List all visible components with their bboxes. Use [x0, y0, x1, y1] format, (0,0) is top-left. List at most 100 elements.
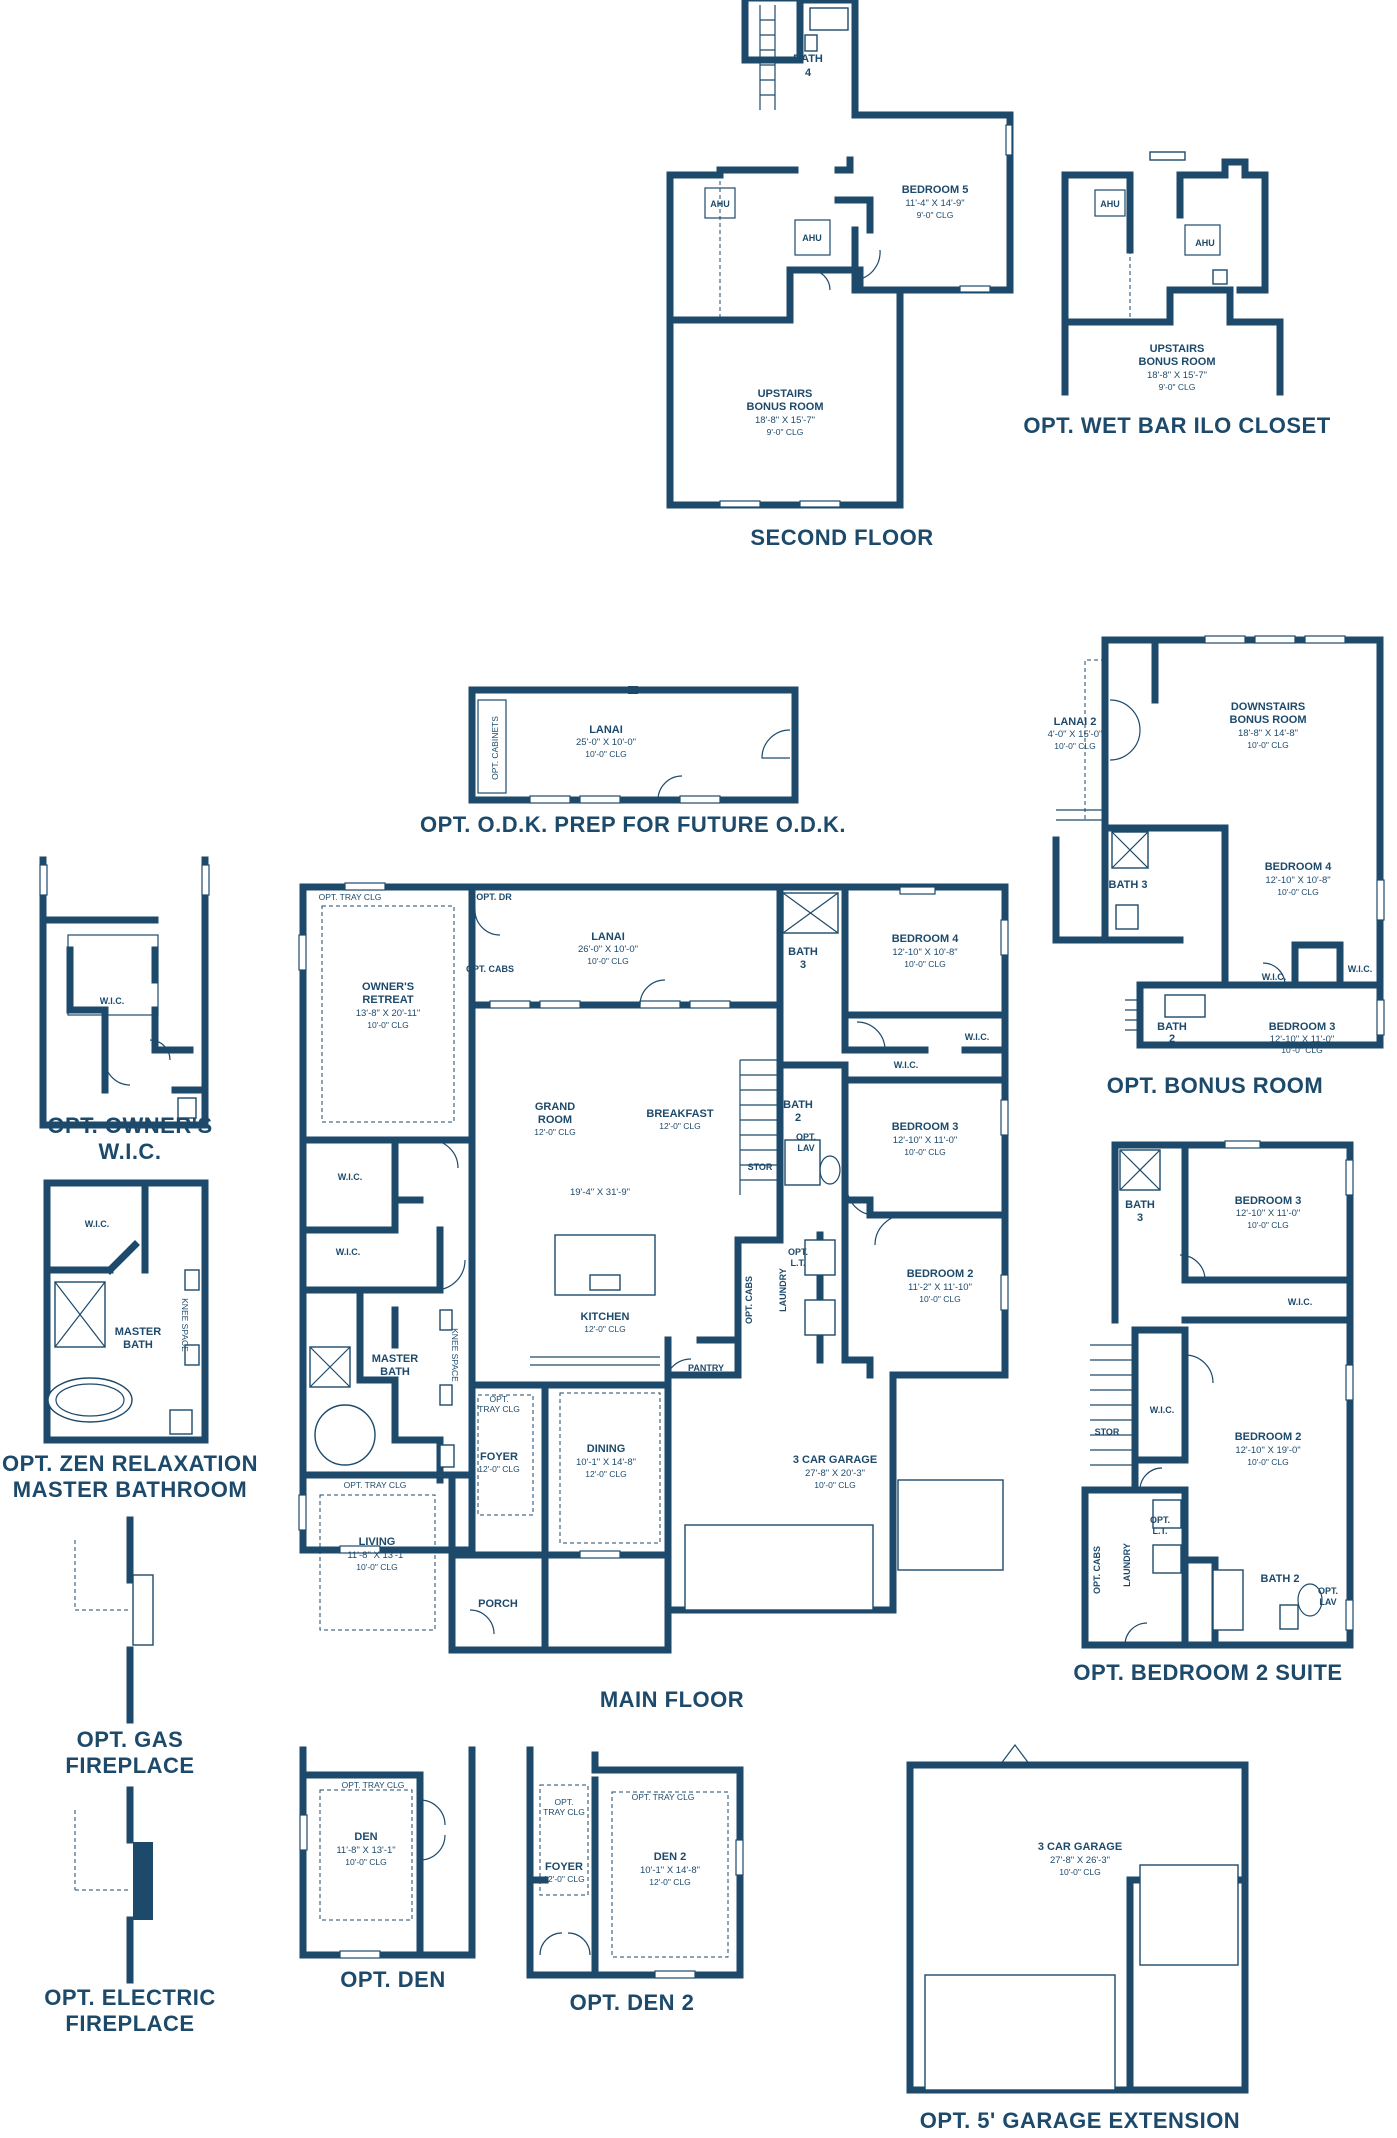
second-floor-plan: BATH 4 BEDROOM 5 11'-4" X 14'-9" 9'-0" C…	[666, 0, 1014, 550]
mf-bedroom4-name: BEDROOM 4	[892, 933, 960, 945]
bs-bath3-2: 3	[1137, 1212, 1143, 1224]
br-downstairs-name-2: BONUS ROOM	[1230, 714, 1307, 726]
zen-bath-1: MASTER	[115, 1326, 162, 1338]
br-wic-b: W.I.C.	[1348, 964, 1373, 974]
br-bedroom3-dim: 12'-10" X 11'-0"	[1270, 1034, 1335, 1045]
den2-dim: 10'-1" X 14'-8"	[640, 1865, 700, 1876]
wb-bonus-dim: 18'-8" X 15'-7"	[1147, 370, 1207, 381]
mf-bedroom3-name: BEDROOM 3	[892, 1121, 959, 1133]
sf-bonus-name-1: UPSTAIRS	[758, 388, 813, 400]
sf-bedroom5-clg: 9'-0" CLG	[917, 210, 954, 220]
den2-name: DEN 2	[654, 1851, 686, 1863]
gas-title-1: OPT. GAS	[77, 1727, 184, 1752]
sf-bedroom5-name: BEDROOM 5	[902, 184, 969, 196]
mf-tray-living: OPT. TRAY CLG	[344, 1480, 407, 1490]
odk-lanai-name: LANAI	[589, 724, 623, 736]
zen-title-2: MASTER BATHROOM	[13, 1477, 247, 1502]
wb-ahu-b: AHU	[1195, 238, 1215, 248]
owners-wic-title-2: W.I.C.	[99, 1139, 162, 1164]
bs-stor: STOR	[1095, 1427, 1120, 1437]
mf-grand-2: ROOM	[538, 1114, 572, 1126]
mf-master-bath-1: MASTER	[372, 1353, 419, 1365]
opt-owners-wic-plan: W.I.C. OPT. OWNER'S W.I.C.	[39, 856, 212, 1164]
mf-lanai-clg: 10'-0" CLG	[587, 956, 629, 966]
br-bath2-1: BATH	[1157, 1021, 1187, 1033]
mf-knee: KNEE SPACE	[450, 1328, 460, 1382]
sf-ahu-b: AHU	[802, 233, 822, 243]
mf-bedroom4-clg: 10'-0" CLG	[904, 959, 946, 969]
mf-bedroom3-clg: 10'-0" CLG	[904, 1147, 946, 1157]
mf-tray-owner: OPT. TRAY CLG	[319, 892, 382, 902]
den-clg: 10'-0" CLG	[345, 1857, 387, 1867]
mf-opt-cabs: OPT. CABS	[466, 964, 514, 974]
den2-clg: 12'-0" CLG	[649, 1877, 691, 1887]
sf-bonus-clg: 9'-0" CLG	[767, 427, 804, 437]
mf-living-dim: 11'-8" X 13'-1"	[347, 1550, 406, 1561]
bs-bedroom3-clg: 10'-0" CLG	[1247, 1220, 1289, 1230]
mf-opt-lt-2: L.T.	[791, 1258, 806, 1268]
bs-bedroom2-clg: 10'-0" CLG	[1247, 1457, 1289, 1467]
wb-bonus-name-2: BONUS ROOM	[1139, 356, 1216, 368]
bs-opt-lt-1: OPT.	[1150, 1515, 1170, 1525]
mf-kitchen-name: KITCHEN	[581, 1311, 630, 1323]
opt-garage-extension-plan: 3 CAR GARAGE 27'-8" X 26'-3" 10'-0" CLG …	[906, 1744, 1249, 2133]
odk-title: OPT. O.D.K. PREP FOR FUTURE O.D.K.	[420, 812, 846, 837]
garage-ext-title: OPT. 5' GARAGE EXTENSION	[920, 2108, 1240, 2133]
den-tray: OPT. TRAY CLG	[342, 1780, 405, 1790]
den2-tray-foyer-2: TRAY CLG	[543, 1807, 585, 1817]
bs-wic-a: W.I.C.	[1288, 1297, 1313, 1307]
main-floor-plan: OPT. TRAY CLG OWNER'S RETREAT 13'-8" X 2…	[298, 882, 1009, 1712]
mf-dining-dim: 10'-1" X 14'-8"	[576, 1457, 636, 1468]
bs-bath2: BATH 2	[1261, 1573, 1300, 1585]
mf-tray-dining: OPT. TRAY CLG	[573, 1380, 636, 1390]
den2-title: OPT. DEN 2	[570, 1990, 695, 2015]
mf-opt-cabs2: OPT. CABS	[744, 1276, 754, 1324]
den2-foyer-name: FOYER	[545, 1861, 583, 1873]
mf-opt-dr: OPT. DR	[476, 892, 512, 902]
owners-wic-title-1: OPT. OWNER'S	[47, 1113, 212, 1138]
mf-garage-name: 3 CAR GARAGE	[793, 1454, 877, 1466]
den-title: OPT. DEN	[340, 1967, 445, 1992]
mf-wic-master-b: W.I.C.	[336, 1247, 361, 1257]
mf-pantry: PANTRY	[688, 1363, 724, 1373]
opt-bedroom2-suite-plan: BATH 3 BEDROOM 3 12'-10" X 11'-0" 10'-0"…	[1073, 1140, 1354, 1685]
zen-bath-2: BATH	[123, 1339, 153, 1351]
br-lanai2-dim: 4'-0" X 15'-0"	[1048, 729, 1103, 740]
mf-owner-2: RETREAT	[362, 994, 413, 1006]
mf-breakfast-clg: 12'-0" CLG	[659, 1121, 701, 1131]
bs-bedroom3-dim: 12'-10" X 11'-0"	[1236, 1208, 1301, 1219]
second-floor-title: SECOND FLOOR	[750, 525, 933, 550]
bs-bedroom2-dim: 12'-10" X 19'-0"	[1235, 1445, 1300, 1456]
mf-bedroom2-dim: 11'-2" X 11'-10"	[908, 1282, 972, 1293]
mf-wic-b3: W.I.C.	[965, 1032, 990, 1042]
ge-garage-clg: 10'-0" CLG	[1059, 1867, 1101, 1877]
ow-wic: W.I.C.	[100, 996, 125, 1006]
zen-wic: W.I.C.	[85, 1219, 110, 1229]
br-downstairs-dim: 18'-8" X 14'-8"	[1238, 728, 1298, 739]
mf-garage-dim: 27'-8" X 20'-3"	[805, 1468, 865, 1479]
den2-tray-foyer-1: OPT.	[555, 1797, 574, 1807]
opt-den-plan: OPT. TRAY CLG DEN 11'-8" X 13'-1" 10'-0"…	[299, 1746, 476, 1992]
mf-bath2-2: 2	[795, 1112, 801, 1124]
br-bedroom4-dim: 12'-10" X 10'-8"	[1265, 875, 1330, 886]
sf-bonus-dim: 18'-8" X 15'-7"	[755, 415, 815, 426]
br-bedroom4-name: BEDROOM 4	[1265, 861, 1333, 873]
ge-garage-name: 3 CAR GARAGE	[1038, 1841, 1122, 1853]
bs-opt-lav-1: OPT.	[1318, 1586, 1338, 1596]
mf-laundry: LAUNDRY	[778, 1268, 788, 1312]
mf-lanai-name: LANAI	[591, 931, 625, 943]
main-floor-title: MAIN FLOOR	[600, 1687, 744, 1712]
mf-master-bath-2: BATH	[380, 1366, 410, 1378]
den-dim: 11'-8" X 13'-1"	[336, 1845, 395, 1856]
mf-grand-1: GRAND	[535, 1101, 575, 1113]
mf-lanai-dim: 26'-0" X 10'-0"	[578, 944, 638, 955]
mf-dining-name: DINING	[587, 1443, 626, 1455]
bedroom2-suite-title: OPT. BEDROOM 2 SUITE	[1073, 1660, 1342, 1685]
bonus-room-title: OPT. BONUS ROOM	[1107, 1073, 1324, 1098]
br-downstairs-name-1: DOWNSTAIRS	[1231, 701, 1305, 713]
br-wic-a: W.I.C.	[1262, 972, 1287, 982]
mf-bedroom3-dim: 12'-10" X 11'-0"	[893, 1135, 958, 1146]
mf-porch: PORCH	[478, 1598, 518, 1610]
mf-tray-foyer-2: TRAY CLG	[478, 1404, 520, 1414]
mf-great-dim: 19'-4" X 31'-9"	[570, 1187, 630, 1198]
